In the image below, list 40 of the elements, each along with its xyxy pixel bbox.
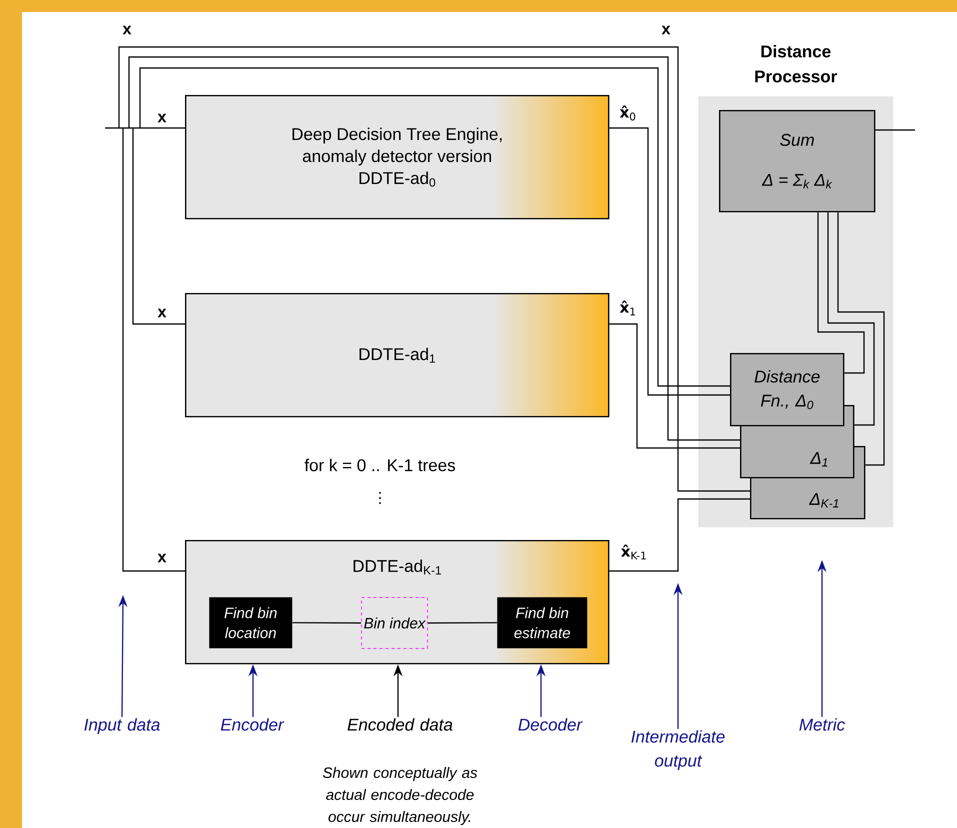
- annotation-label: Encoder: [220, 718, 284, 731]
- connector-line: [827, 212, 875, 426]
- connector-line: [122, 128, 185, 572]
- ellipsis: ⋮: [379, 492, 381, 504]
- sum-box: Sum Δ = Σ$_{k}$ Δ$_{k}$: [719, 110, 876, 212]
- output-label: x̂$_{0}$: [620, 106, 636, 120]
- connector-line: [292, 622, 362, 624]
- connector-line: [139, 67, 730, 387]
- footnote: Shown conceptually as actual encode-decode occur simultaneously.: [322, 767, 478, 825]
- connector-line: [128, 56, 740, 441]
- signal-label: x: [158, 308, 166, 318]
- signal-label: x: [158, 554, 166, 562]
- connector-line: [837, 212, 885, 466]
- annotation-label: Encoded data: [348, 718, 452, 731]
- annotation-label: Decoder: [518, 718, 583, 731]
- distance-box: Distance Fn., Δ$_{0}$: [730, 353, 844, 426]
- node-label: Distance Processor: [755, 44, 838, 82]
- annotation-label: Intermediate output: [631, 730, 725, 770]
- index-box: Bin index: [361, 597, 428, 649]
- connector-line: [105, 127, 185, 129]
- connector-line: [609, 323, 740, 449]
- engine-box: DDTE-ad$_{1}$: [185, 293, 610, 418]
- connector-line: [132, 128, 185, 325]
- connector-line: [875, 129, 916, 131]
- process-box: Find bin location: [209, 597, 292, 648]
- output-label: x̂$_{K-1}$: [621, 544, 646, 560]
- connector-line: [609, 498, 750, 572]
- signal-label: x: [158, 114, 166, 122]
- output-label: x̂$_{1}$: [620, 300, 635, 316]
- connector-line: [428, 622, 498, 624]
- loop-note: for k = 0 .. K-1 trees: [304, 458, 456, 472]
- signal-label: x: [662, 26, 670, 34]
- connector-line: [817, 212, 865, 374]
- signal-label: x: [122, 26, 132, 34]
- engine-box: Deep Decision Tree Engine, anomaly detector version DDTE-ad$_{0}$: [185, 95, 610, 220]
- annotation-label: Input data: [84, 718, 160, 734]
- process-box: Find bin estimate: [497, 597, 588, 648]
- connector-line: [118, 46, 750, 492]
- connector-line: [609, 127, 730, 396]
- annotation-label: Metric: [799, 718, 845, 731]
